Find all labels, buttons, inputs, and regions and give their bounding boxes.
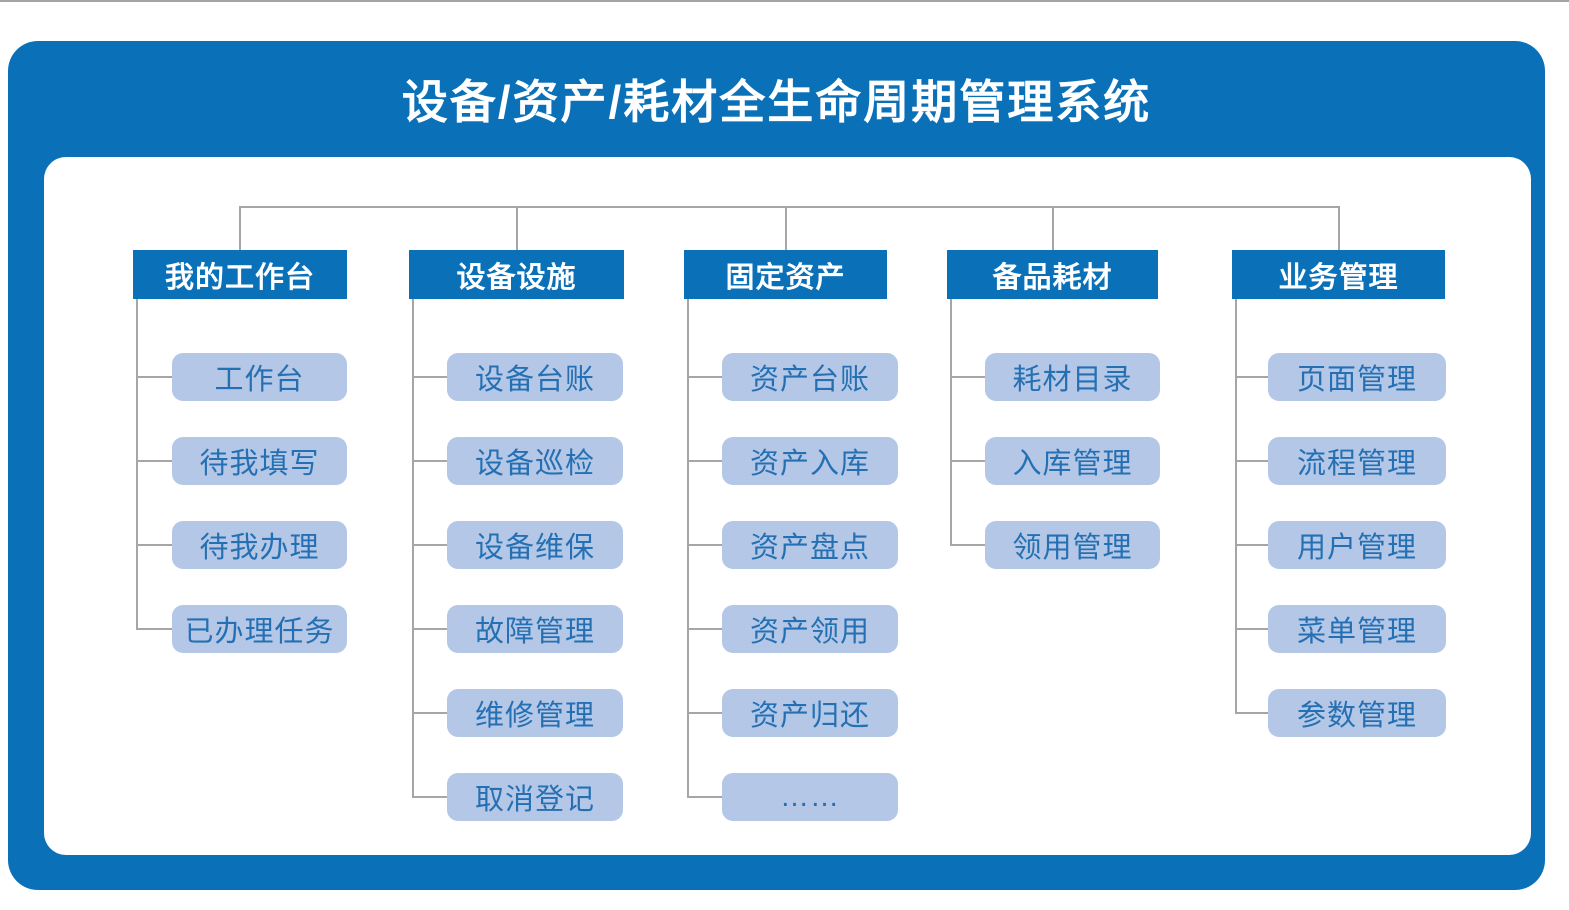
menu-item-box: 入库管理 [985, 437, 1160, 485]
menu-item-box: 取消登记 [447, 773, 623, 821]
page-title: 设备/资产/耗材全生命周期管理系统 [401, 76, 1152, 128]
item-connector-stub [687, 544, 722, 546]
menu-item-box: 资产领用 [722, 605, 898, 653]
menu-item-box: 菜单管理 [1268, 605, 1446, 653]
menu-item-box: 待我办理 [172, 521, 347, 569]
menu-item-box: 资产归还 [722, 689, 898, 737]
item-connector-stub [412, 376, 447, 378]
menu-item-box: 资产入库 [722, 437, 898, 485]
item-connector-stub [1235, 712, 1268, 714]
item-connector-stub [412, 460, 447, 462]
column-hanging-line [687, 299, 689, 797]
menu-item-box: 设备台账 [447, 353, 623, 401]
item-connector-stub [136, 544, 172, 546]
column-header: 固定资产 [684, 250, 887, 299]
menu-item-box: 待我填写 [172, 437, 347, 485]
item-connector-stub [687, 796, 722, 798]
top-connector-drop [1051, 206, 1054, 250]
item-connector-stub [687, 628, 722, 630]
item-connector-stub [1235, 544, 1268, 546]
column-header: 备品耗材 [947, 250, 1158, 299]
item-connector-stub [950, 460, 985, 462]
menu-item-box: 领用管理 [985, 521, 1160, 569]
column-header: 业务管理 [1232, 250, 1445, 299]
menu-item-box: 维修管理 [447, 689, 623, 737]
menu-item-box: 资产台账 [722, 353, 898, 401]
window-top-border [0, 0, 1569, 2]
menu-item-box: 资产盘点 [722, 521, 898, 569]
menu-item-box: 用户管理 [1268, 521, 1446, 569]
item-connector-stub [687, 712, 722, 714]
top-connector-drop [784, 206, 787, 250]
column-hanging-line [412, 299, 414, 797]
menu-item-box: 耗材目录 [985, 353, 1160, 401]
item-connector-stub [136, 460, 172, 462]
menu-item-box: 故障管理 [447, 605, 623, 653]
item-connector-stub [687, 376, 722, 378]
menu-item-box: 设备维保 [447, 521, 623, 569]
menu-item-box: …… [722, 773, 898, 821]
item-connector-stub [1235, 376, 1268, 378]
item-connector-stub [136, 376, 172, 378]
menu-item-box: 已办理任务 [172, 605, 347, 653]
item-connector-stub [412, 544, 447, 546]
item-connector-stub [412, 796, 447, 798]
item-connector-stub [950, 544, 985, 546]
item-connector-stub [687, 460, 722, 462]
top-connector-drop [1337, 206, 1340, 250]
menu-item-box: 工作台 [172, 353, 347, 401]
top-connector-rail [240, 206, 1339, 208]
menu-item-box: 流程管理 [1268, 437, 1446, 485]
menu-item-box: 设备巡检 [447, 437, 623, 485]
column-header: 设备设施 [409, 250, 624, 299]
column-hanging-line [1235, 299, 1237, 713]
menu-item-box: 参数管理 [1268, 689, 1446, 737]
title-band: 设备/资产/耗材全生命周期管理系统 [8, 41, 1545, 157]
column-hanging-line [950, 299, 952, 545]
top-connector-drop [239, 206, 241, 250]
item-connector-stub [412, 628, 447, 630]
item-connector-stub [1235, 460, 1268, 462]
item-connector-stub [1235, 628, 1268, 630]
item-connector-stub [412, 712, 447, 714]
menu-item-box: 页面管理 [1268, 353, 1446, 401]
column-header: 我的工作台 [133, 250, 347, 299]
top-connector-drop [515, 206, 518, 250]
item-connector-stub [136, 628, 172, 630]
column-hanging-line [136, 299, 138, 629]
item-connector-stub [950, 376, 985, 378]
